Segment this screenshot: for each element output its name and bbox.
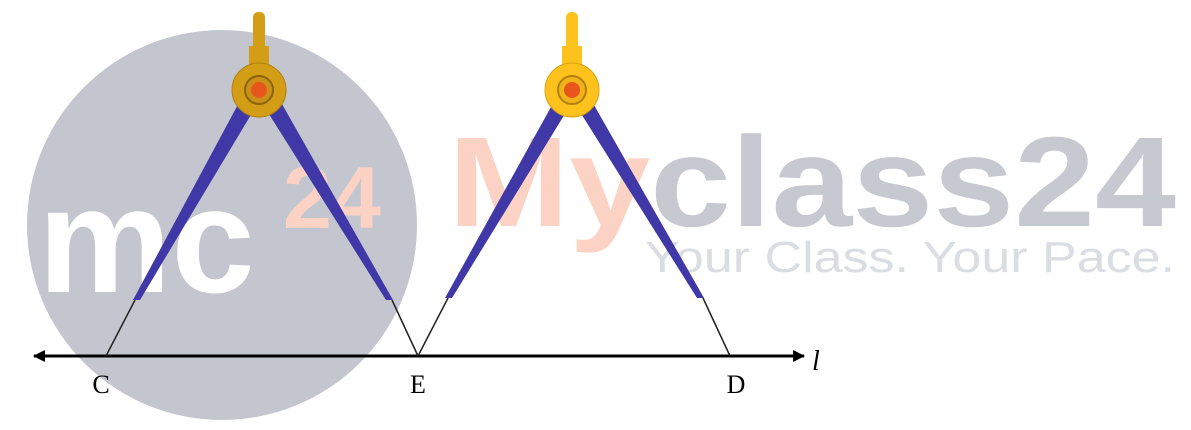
compass-left-pivot — [251, 82, 267, 98]
compass-right — [417, 12, 731, 357]
watermark-logo: mc 24 — [27, 30, 417, 420]
compass-right-needle-left — [417, 297, 449, 357]
compass-left-handle — [253, 12, 265, 52]
point-label-d: D — [727, 370, 746, 399]
compass-right-leg-left — [445, 98, 571, 298]
compass-right-handle-base — [562, 46, 582, 68]
brand-tagline: Your Class. Your Pace. — [645, 233, 1175, 282]
compass-left-leg-left — [133, 97, 258, 300]
logo-circle — [27, 30, 417, 420]
compass-left — [105, 12, 419, 357]
compass-left-leg-right — [262, 97, 393, 300]
point-label-e: E — [410, 370, 426, 399]
line-label-l: l — [812, 346, 820, 377]
logo-mc-text: mc — [38, 156, 255, 324]
compass-left-handle-base — [249, 46, 269, 68]
compass-left-needle-left — [105, 299, 136, 357]
compass-right-pivot — [564, 82, 580, 98]
compass-right-leg-right — [575, 98, 704, 298]
compass-right-needle-right — [702, 297, 731, 357]
brand-class24: class24 — [650, 111, 1176, 254]
compass-right-handle — [566, 12, 578, 52]
point-label-c: C — [92, 370, 109, 399]
compass-left-needle-right — [391, 299, 419, 357]
